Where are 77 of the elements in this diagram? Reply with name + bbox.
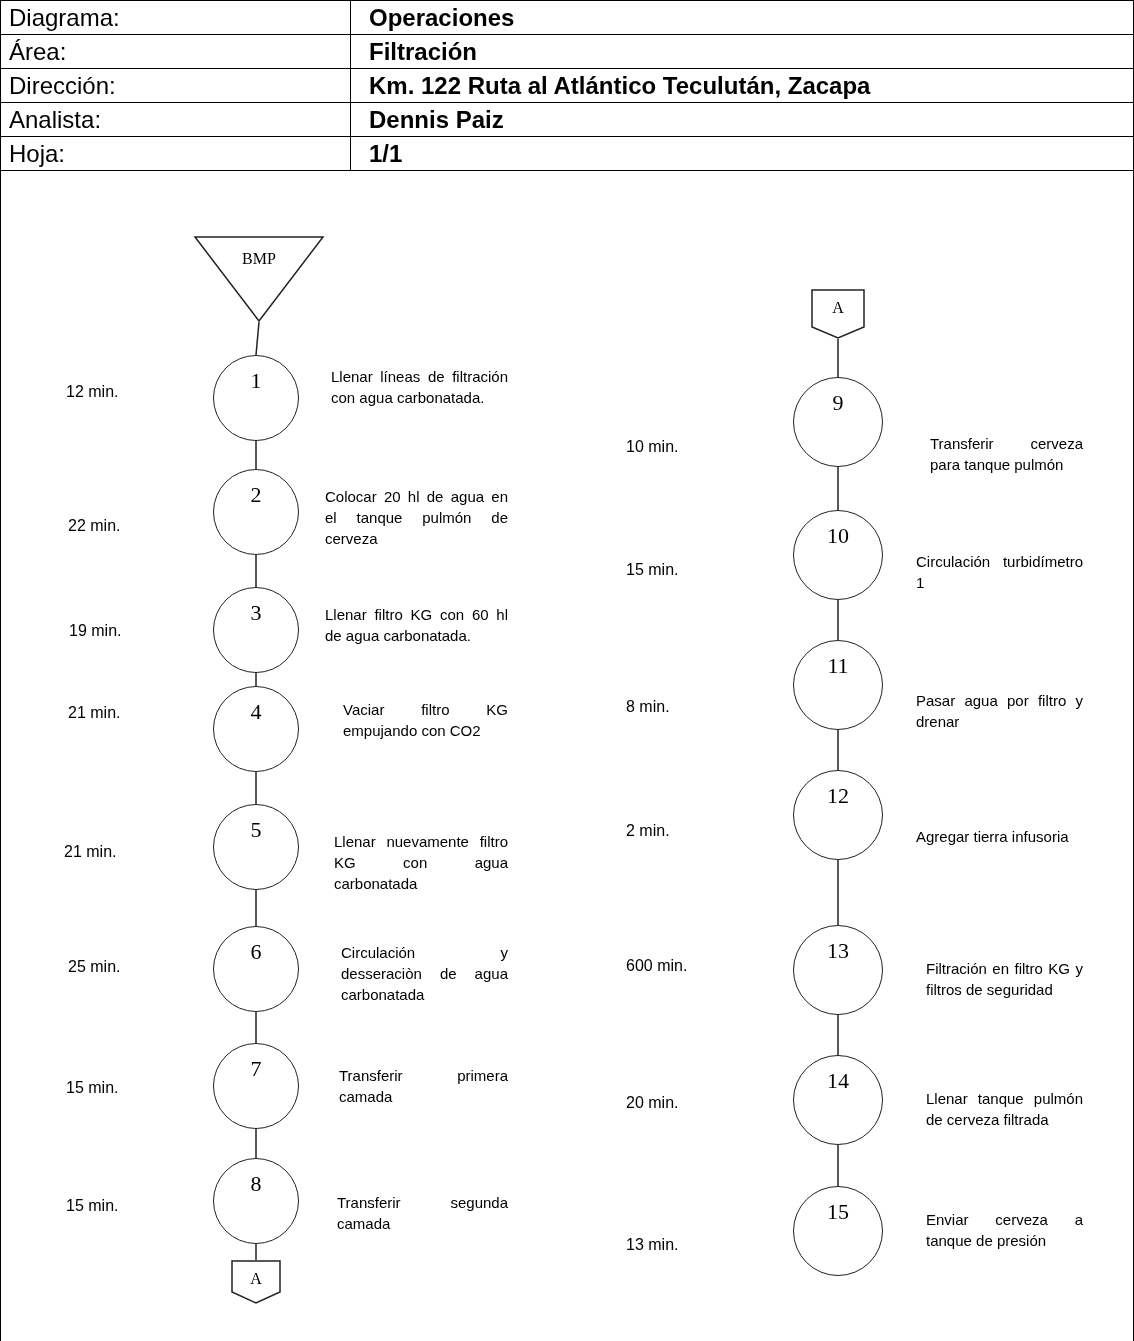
step-description: Pasar agua por filtro y drenar: [916, 691, 1083, 732]
duration-label: 25 min.: [68, 958, 121, 976]
flow-line: [255, 672, 257, 687]
step-number: 15: [827, 1199, 849, 1225]
duration-label: 19 min.: [69, 622, 122, 640]
flow-line: [837, 1144, 839, 1187]
step-number: 6: [250, 939, 262, 965]
duration-label: 600 min.: [626, 957, 688, 975]
flow-line: [837, 729, 839, 771]
node-label: A: [832, 299, 844, 317]
duration-label: 20 min.: [626, 1094, 679, 1112]
field-value: Km. 122 Ruta al Atlántico Teculután, Zacapa: [351, 69, 1133, 103]
flow-line: [837, 599, 839, 641]
step-description: Transferir cerveza para tanque pulmón: [930, 434, 1083, 475]
step-number: 5: [250, 817, 262, 843]
storage-triangle: [194, 236, 324, 322]
duration-label: 21 min.: [64, 843, 117, 861]
off-page-connector: [811, 289, 865, 339]
step-description: Colocar 20 hl de agua en el tanque pulmón de cerveza: [325, 487, 508, 549]
off-page-connector: [231, 1260, 281, 1304]
flow-line: [255, 1011, 257, 1044]
node-label: A: [250, 1270, 262, 1288]
step-description: Llenar filtro KG con 60 hl de agua carbonatada.: [325, 605, 508, 646]
step-number: 8: [250, 1171, 262, 1197]
flow-line: [255, 889, 257, 927]
step-description: Filtración en filtro KG y filtros de seguridad: [926, 959, 1083, 1000]
duration-label: 22 min.: [68, 517, 121, 535]
flow-line: [255, 1243, 257, 1261]
step-description: Llenar líneas de filtración con agua carbonatada.: [331, 367, 508, 408]
step-description: Circulación turbidímetro 1: [916, 552, 1083, 593]
duration-label: 15 min.: [66, 1197, 119, 1215]
duration-label: 8 min.: [626, 698, 670, 716]
duration-label: 2 min.: [626, 822, 670, 840]
flow-line: [255, 554, 257, 588]
step-number: 4: [250, 699, 262, 725]
field-label: Diagrama:: [1, 1, 351, 35]
field-label: Área:: [1, 35, 351, 69]
step-number: 13: [827, 938, 849, 964]
node-label: BMP: [242, 250, 276, 268]
flow-line: [837, 859, 839, 926]
flow-line: [255, 771, 257, 805]
flow-line: [837, 1014, 839, 1056]
step-description: Llenar nuevamente filtro KG con agua carbonatada: [334, 832, 508, 894]
duration-label: 15 min.: [626, 561, 679, 579]
step-description: Transferir primera camada: [339, 1066, 508, 1107]
field-value: Dennis Paiz: [351, 103, 1133, 137]
step-number: 12: [827, 783, 849, 809]
step-description: Enviar cerveza a tanque de presión: [926, 1210, 1083, 1251]
step-number: 1: [250, 368, 262, 394]
field-value: Operaciones: [351, 1, 1133, 35]
duration-label: 10 min.: [626, 438, 679, 456]
step-description: Llenar tanque pulmón de cerveza filtrada: [926, 1089, 1083, 1130]
field-label: Analista:: [1, 103, 351, 137]
flow-line: [837, 338, 839, 378]
step-number: 9: [832, 390, 844, 416]
step-description: Agregar tierra infusoria: [916, 827, 1070, 847]
step-number: 2: [250, 482, 262, 508]
step-number: 11: [827, 653, 849, 679]
field-label: Hoja:: [1, 137, 351, 171]
duration-label: 13 min.: [626, 1236, 679, 1254]
step-number: 10: [827, 523, 849, 549]
field-label: Dirección:: [1, 69, 351, 103]
flow-line: [255, 321, 260, 356]
step-number: 3: [250, 600, 262, 626]
flow-line: [255, 440, 257, 470]
field-value: Filtración: [351, 35, 1133, 69]
step-description: Transferir segunda camada: [337, 1193, 508, 1234]
step-number: 14: [827, 1068, 849, 1094]
flow-line: [837, 466, 839, 511]
flow-line: [255, 1128, 257, 1159]
step-description: Circulación y desseraciòn de agua carbonatada: [341, 943, 508, 1005]
field-value: 1/1: [351, 137, 1133, 171]
duration-label: 21 min.: [68, 704, 121, 722]
duration-label: 15 min.: [66, 1079, 119, 1097]
step-number: 7: [250, 1056, 262, 1082]
step-description: Vaciar filtro KG empujando con CO2: [343, 700, 508, 741]
duration-label: 12 min.: [66, 383, 119, 401]
